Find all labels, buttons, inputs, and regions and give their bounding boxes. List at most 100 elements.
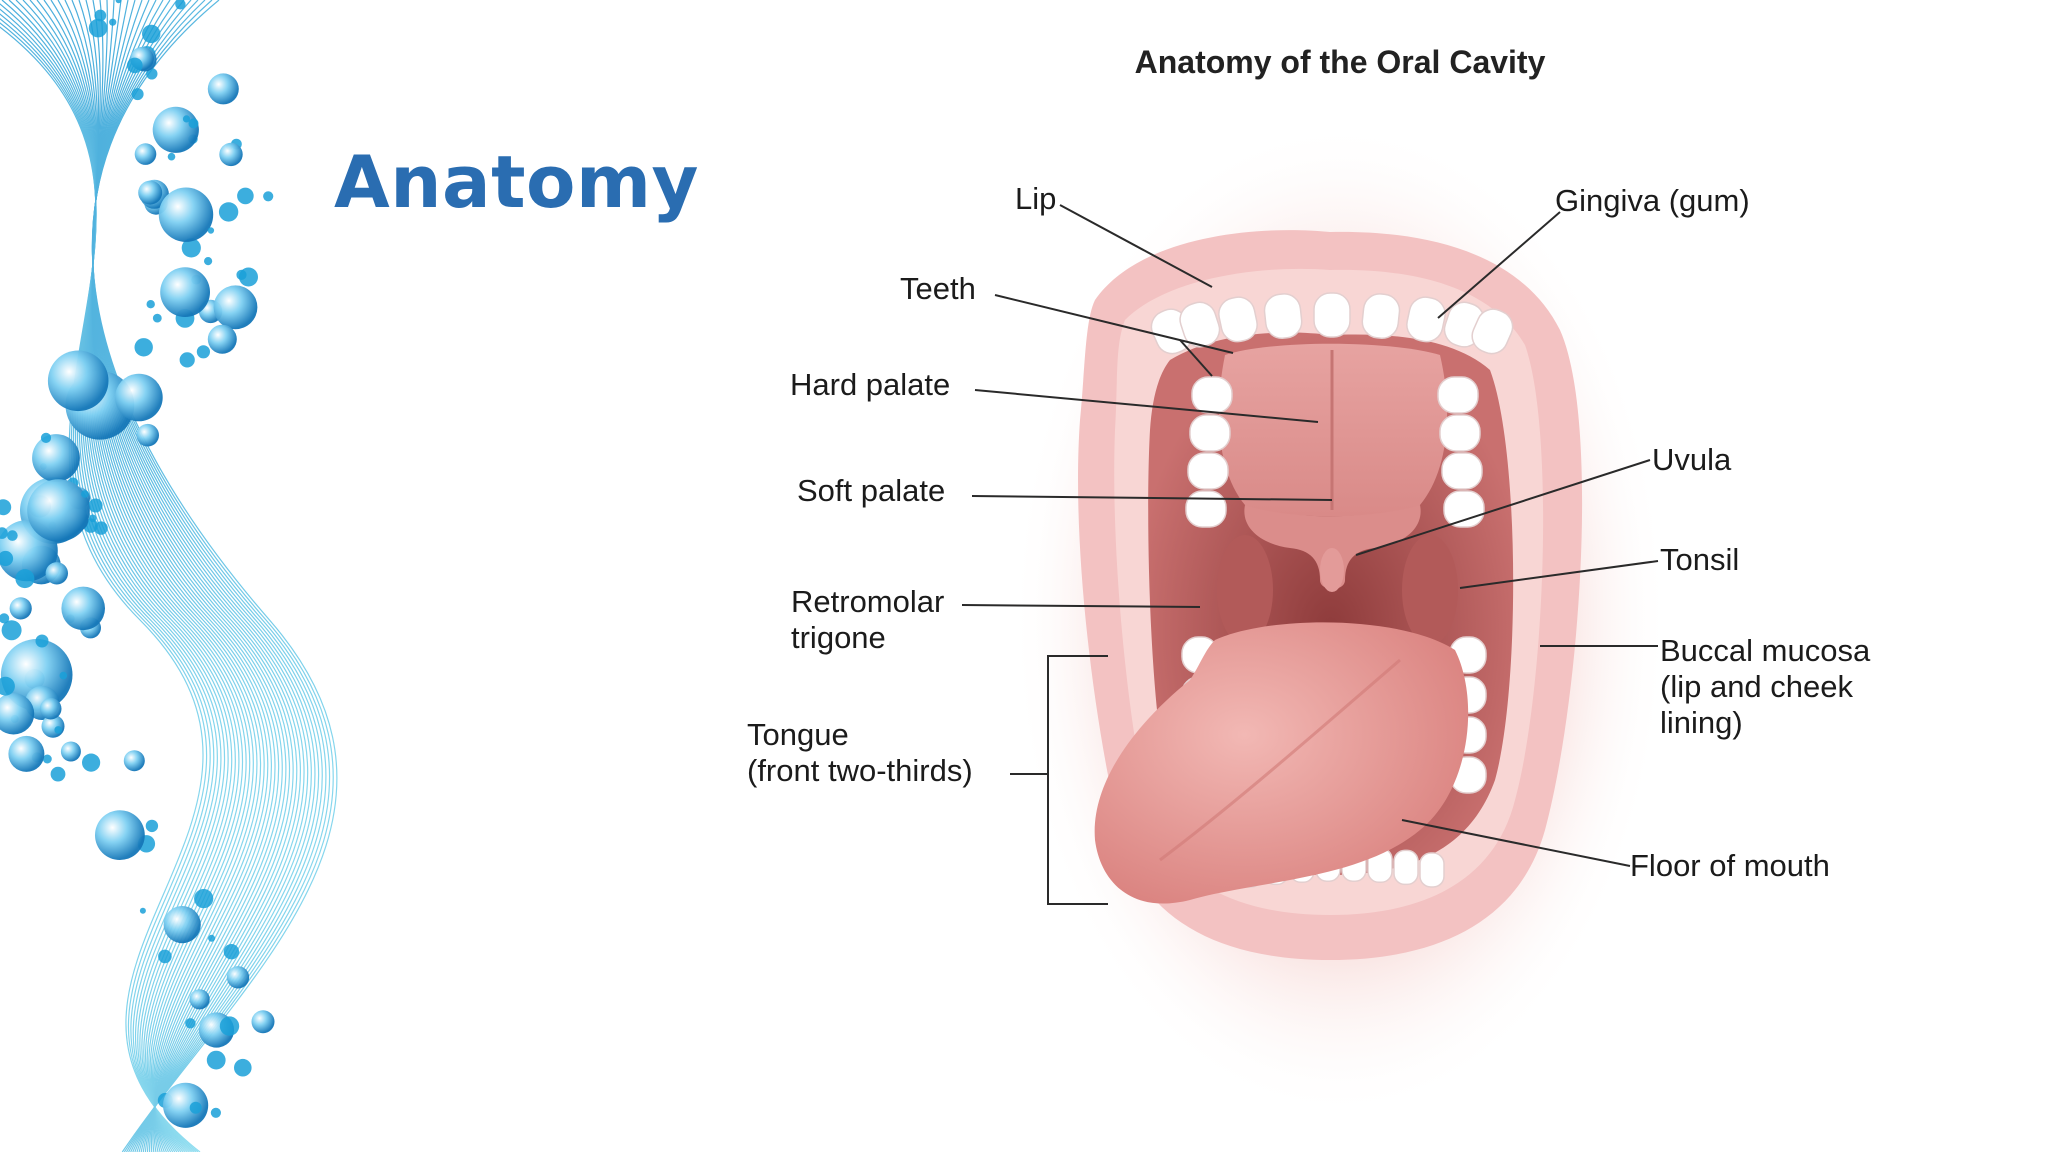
tongue-median-groove [1159, 658, 1401, 862]
bubble [139, 907, 146, 914]
bubble [234, 1058, 252, 1077]
bubble [239, 267, 258, 287]
tooth [1185, 490, 1227, 528]
bubble [207, 73, 239, 105]
bubble [188, 118, 199, 129]
tooth [1263, 293, 1303, 340]
bubble [61, 586, 105, 631]
bubble [131, 88, 144, 101]
tooth [1191, 376, 1233, 414]
bubble [50, 766, 66, 782]
bubble [0, 550, 14, 567]
leader-floor [1401, 819, 1631, 867]
bubble [194, 889, 214, 909]
uvula [1320, 548, 1344, 592]
bubble [142, 24, 161, 44]
soft-palate [1244, 505, 1421, 589]
bubble [9, 597, 32, 620]
bubble [189, 989, 210, 1010]
bubble [15, 569, 35, 589]
bubble [47, 350, 109, 412]
bubble [42, 754, 52, 764]
label-hard-palate: Hard palate [790, 367, 951, 402]
bubble [196, 345, 210, 359]
bubble [163, 906, 201, 944]
bubble [208, 934, 216, 942]
bubble [45, 562, 68, 585]
tooth [1437, 376, 1479, 414]
bubble [158, 187, 214, 242]
bubble [263, 191, 274, 202]
bubble [115, 0, 122, 4]
wave-line [91, 0, 338, 1152]
bubble [40, 432, 52, 443]
leader-teeth-b [1179, 339, 1213, 377]
bubble [146, 68, 158, 80]
upper-teeth [1150, 292, 1514, 355]
tooth [1441, 452, 1483, 490]
label-teeth: Teeth [900, 271, 976, 306]
label-retromolar-trigone-line1: Retromolar [791, 584, 945, 619]
label-buccal-mucosa-line3: lining) [1660, 705, 1743, 740]
bubble [115, 373, 163, 422]
bubble [219, 142, 243, 167]
leader-tonsil [1459, 560, 1659, 589]
bubble [204, 257, 213, 266]
bubble [158, 949, 172, 964]
bubble [94, 9, 107, 22]
bubble [27, 479, 90, 542]
bubble [136, 423, 159, 447]
tonsil-left [1217, 535, 1273, 645]
bubble [138, 180, 163, 205]
tooth [1218, 296, 1258, 343]
tooth [1393, 849, 1419, 886]
bubble [81, 490, 89, 498]
bubble [226, 966, 250, 989]
tooth [1187, 452, 1229, 490]
bubble [32, 434, 80, 482]
bubble [146, 300, 155, 309]
bubble [145, 819, 159, 833]
slide-title: Anatomy [334, 140, 699, 224]
bubble [179, 352, 195, 368]
bubble [0, 527, 8, 539]
bubble [167, 152, 176, 161]
bubble [251, 1010, 275, 1034]
bubble [59, 671, 68, 680]
bubble [35, 634, 49, 648]
bubble [127, 57, 143, 74]
bubble [54, 726, 62, 734]
bubble [207, 227, 215, 234]
label-buccal-mucosa-line2: (lip and cheek [1660, 669, 1854, 704]
bubble [185, 1018, 196, 1029]
bubble [82, 753, 101, 772]
leader-gingiva [1437, 211, 1561, 319]
tooth [1406, 296, 1446, 343]
tooth [1439, 414, 1481, 452]
label-soft-palate: Soft palate [797, 473, 946, 508]
tooth [1313, 292, 1351, 338]
bubble [181, 238, 201, 258]
leader-soft-palate [971, 495, 1333, 501]
leader-uvula [1355, 459, 1651, 556]
leader-teeth-a [994, 294, 1234, 354]
water-wave-decoration [0, 0, 338, 1152]
bubble [160, 267, 211, 317]
tooth [1471, 308, 1514, 355]
label-floor-of-mouth: Floor of mouth [1630, 848, 1830, 883]
bubble [219, 1016, 240, 1036]
bubble [163, 1082, 209, 1128]
bubble [88, 18, 108, 38]
bubble [210, 1107, 221, 1118]
tooth [1179, 301, 1221, 348]
label-lip: Lip [1015, 181, 1057, 216]
bubble [0, 676, 15, 696]
bubble [175, 0, 186, 10]
label-gingiva: Gingiva (gum) [1555, 183, 1750, 218]
bubble [7, 530, 18, 541]
label-tongue-line2: (front two-thirds) [747, 753, 973, 788]
tongue-bracket [1047, 655, 1108, 905]
label-tongue-line1: Tongue [747, 717, 849, 752]
bubble [88, 514, 97, 523]
label-retromolar-trigone-line2: trigone [791, 620, 886, 655]
